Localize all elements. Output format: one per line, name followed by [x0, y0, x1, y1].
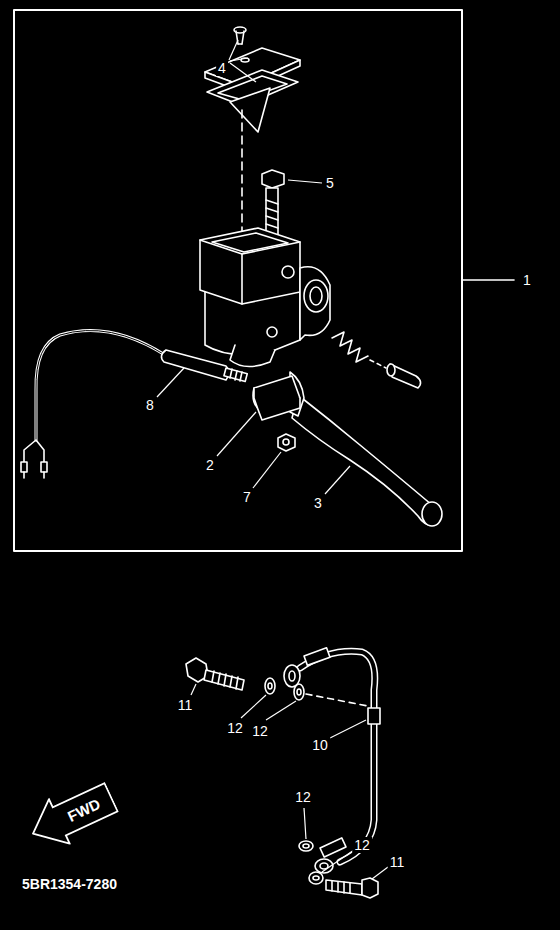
callout-number: 3	[312, 495, 324, 511]
group-frame	[14, 10, 462, 551]
master-cylinder-body	[200, 228, 330, 367]
brake-hose	[284, 648, 380, 873]
spring-and-rod	[332, 332, 421, 388]
callout-number: 12	[225, 720, 245, 736]
copper-washer	[265, 678, 323, 884]
leader-line	[462, 279, 514, 281]
callout-number: 11	[388, 854, 407, 870]
lever-holder	[253, 376, 300, 420]
brake-lever	[290, 372, 442, 526]
callout-number: 7	[241, 489, 253, 505]
callout-number: 12	[352, 837, 372, 853]
callout-number: 2	[204, 457, 216, 473]
direction-arrow: FWD	[21, 774, 122, 857]
callout-number: 8	[144, 397, 156, 413]
assembly-line	[306, 694, 368, 706]
upper-union-bolt	[186, 658, 244, 690]
callout-number: 10	[310, 737, 330, 753]
union-bolt	[262, 170, 284, 240]
arrow-shape	[23, 775, 122, 856]
part-code: 5BR1354-7280	[20, 876, 119, 892]
lever-nut	[278, 434, 295, 451]
leader-lines	[157, 40, 388, 879]
callout-number: 12	[250, 723, 270, 739]
callout-number: 5	[324, 175, 336, 191]
callout-number: 12	[293, 789, 313, 805]
lower-union-bolt	[326, 878, 378, 898]
callout-number: 1	[521, 272, 533, 288]
cap-screw	[234, 27, 246, 44]
brake-light-switch	[21, 331, 247, 479]
reservoir-cap	[205, 48, 300, 132]
callout-number: 4	[216, 60, 228, 76]
callout-number: 11	[176, 697, 195, 713]
